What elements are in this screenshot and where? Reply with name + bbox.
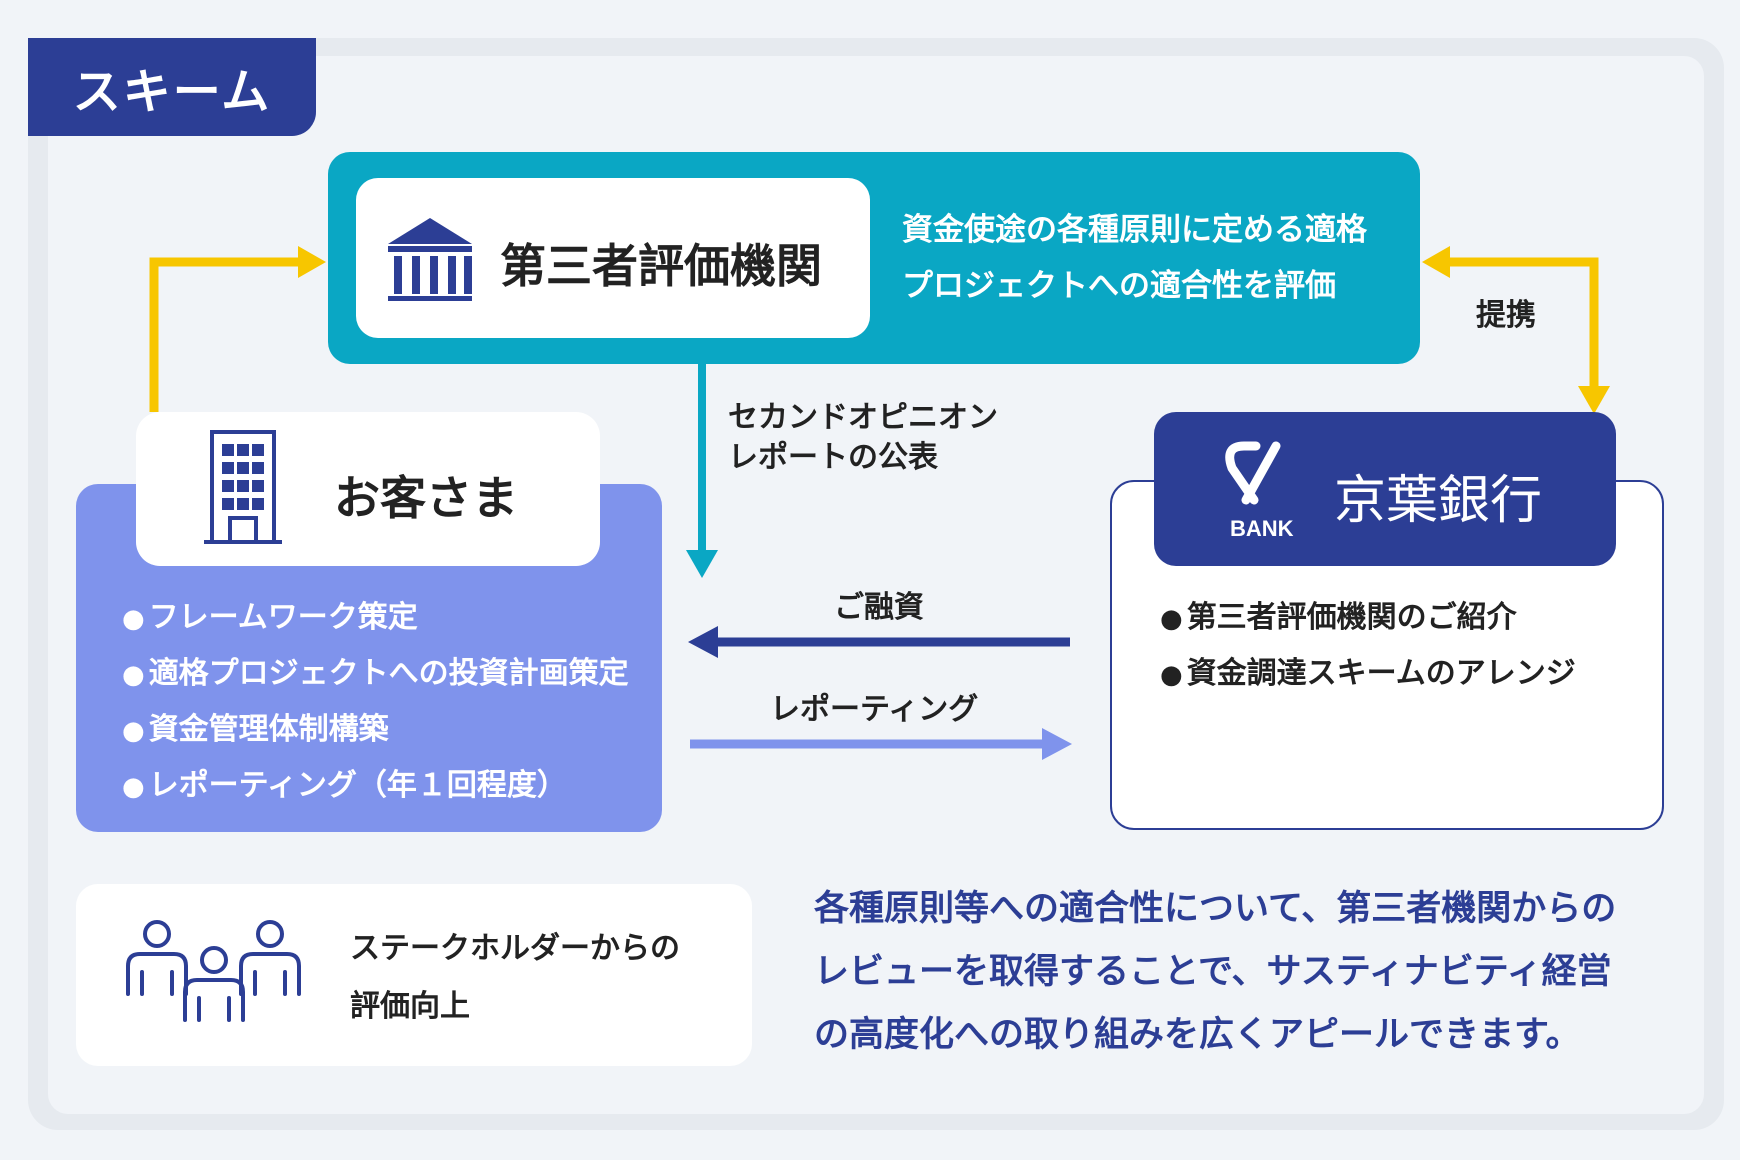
financing-label: ご融資 [834, 590, 924, 625]
partnership-arrowhead-left [1422, 246, 1450, 278]
summary-line2: レビューを取得することで、サスティナビティ経営 [814, 952, 1612, 992]
customer-item: ●適格プロジェクトへの投資計画策定 [122, 656, 629, 691]
stakeholder-line1: ステークホルダーからの [350, 931, 680, 966]
bank-item: ●第三者評価機関のご紹介 [1160, 600, 1517, 635]
summary-text: 各種原則等への適合性について、第三者機関からの レビューを取得することで、サステ… [814, 878, 1616, 1067]
second-opinion-arrowhead [686, 550, 718, 578]
partnership-arrowhead-down [1578, 386, 1610, 414]
bank-list: ●第三者評価機関のご紹介 ●資金調達スキームのアレンジ [1160, 590, 1576, 702]
financing-arrowhead [688, 626, 718, 658]
partnership-label: 提携 [1476, 298, 1536, 333]
customer-item: ●資金管理体制構築 [122, 712, 389, 747]
bank-name: 京葉銀行 [1334, 471, 1543, 531]
scheme-tab: スキーム [28, 38, 316, 136]
reporting-label: レポーティング [770, 692, 979, 727]
second-opinion-line1: セカンドオピニオン [728, 400, 998, 435]
customer-to-evaluator-arrow [149, 257, 300, 412]
customer-list: ●フレームワーク策定 ●適格プロジェクトへの投資計画策定 ●資金管理体制構築 ●… [122, 590, 629, 814]
customer-title: お客さま [334, 471, 518, 525]
evaluator-desc-line2: プロジェクトへの適合性を評価 [902, 268, 1336, 304]
summary-line3: の高度化への取り組みを広くアピールできます。 [814, 1015, 1581, 1055]
evaluator-card [356, 178, 870, 338]
stakeholder-card [76, 884, 752, 1066]
second-opinion-line2: レポートの公表 [728, 440, 938, 475]
partnership-arrow [1446, 257, 1599, 392]
customer-item: ●レポーティング（年１回程度） [122, 768, 567, 803]
scheme-title: スキーム [72, 64, 272, 120]
second-opinion-label: セカンドオピニオン レポートの公表 [728, 398, 998, 478]
stakeholder-text: ステークホルダーからの 評価向上 [350, 920, 680, 1036]
evaluator-desc-line1: 資金使途の各種原則に定める適格 [902, 212, 1367, 248]
summary-line1: 各種原則等への適合性について、第三者機関からの [814, 889, 1617, 929]
customer-item: ●フレームワーク策定 [122, 600, 418, 635]
stakeholder-line2: 評価向上 [350, 989, 470, 1024]
bank-item: ●資金調達スキームのアレンジ [1160, 656, 1576, 691]
evaluator-title: 第三者評価機関 [500, 239, 822, 293]
reporting-arrowhead [1042, 728, 1072, 760]
customer-to-evaluator-arrowhead [298, 246, 326, 278]
evaluator-description: 資金使途の各種原則に定める適格 プロジェクトへの適合性を評価 [902, 202, 1367, 314]
